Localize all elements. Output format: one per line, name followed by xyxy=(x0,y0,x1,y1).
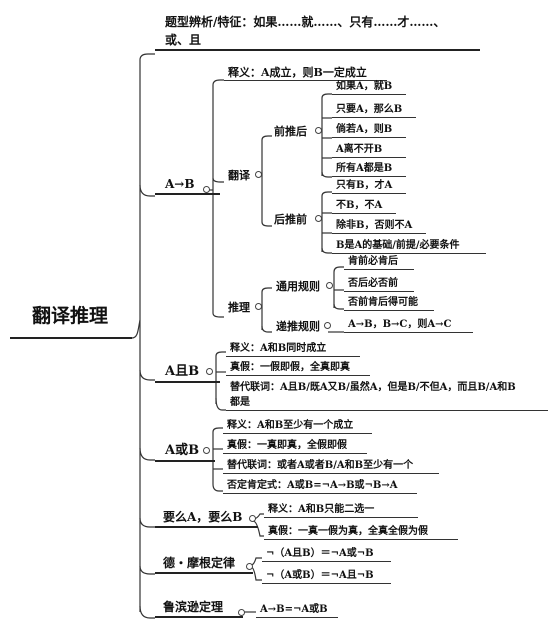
common-rule-item: 否后必否前 xyxy=(344,279,414,292)
backward-item: 除非B，否则不A xyxy=(332,221,426,234)
a-or-b-item: 替代联词：或者A或者B/A和B至少有一个 xyxy=(223,461,439,474)
forward-item: 所有A都是B xyxy=(332,164,406,177)
collapse-icon[interactable] xyxy=(326,282,333,289)
backward-node: 后推前 xyxy=(274,213,307,226)
a-and-b-alt-line1: 替代联词：A且B/既A又B/虽然A，但是B/不但A，而且B/A和B xyxy=(230,382,516,393)
a-to-b-meaning: 释义：A成立，则B一定成立 xyxy=(224,67,387,81)
root-topic: 翻译推理 xyxy=(32,305,109,327)
transitive-rule-item: A→B，B→C，则A→C xyxy=(344,320,473,333)
a-and-b-topic: A且B xyxy=(155,365,220,383)
de-morgan-item: ¬（A且B）＝¬A或¬B xyxy=(262,549,391,562)
backward-item: 只有B，才A xyxy=(332,181,406,194)
collapse-icon[interactable] xyxy=(324,322,331,329)
transitive-rule-node: 递推规则 xyxy=(276,320,320,333)
intro-line2: 或、且 xyxy=(155,34,480,51)
either-or-item: 释义：A和B只能二选一 xyxy=(264,505,418,518)
either-or-item: 真假：一真一假为真，全真全假为假 xyxy=(264,527,458,540)
reasoning-node: 推理 xyxy=(228,301,250,314)
a-or-b-item: 否定肯定式：A或B=¬A→B或¬B→A xyxy=(223,481,417,494)
common-rule-item: 肯前必肯后 xyxy=(344,257,414,270)
forward-item: 如果A，就B xyxy=(332,82,406,95)
a-to-b-topic: A→B xyxy=(155,178,220,195)
either-or-topic: 要么A，要么B xyxy=(155,511,258,528)
common-rule-item: 否前肯后得可能 xyxy=(344,298,434,311)
a-or-b-item: 真假：一真即真，全假即假 xyxy=(223,441,367,454)
forward-item: A离不开B xyxy=(332,145,406,158)
collapse-icon[interactable] xyxy=(255,171,262,178)
collapse-icon[interactable] xyxy=(203,186,210,193)
lubin-item: A→B=¬A或B xyxy=(256,605,338,618)
collapse-icon[interactable] xyxy=(203,447,210,454)
forward-item: 倘若A，则B xyxy=(332,125,406,138)
de-morgan-item: ¬（A或B）＝¬A且¬B xyxy=(262,571,391,584)
collapse-icon[interactable] xyxy=(249,515,256,522)
a-or-b-topic: A或B xyxy=(155,444,215,462)
forward-node: 前推后 xyxy=(274,125,307,138)
intro-line1: 题型辨析/特征：如果……就……、只有……才……、 xyxy=(165,15,446,29)
collapse-icon[interactable] xyxy=(238,609,245,616)
collapse-icon[interactable] xyxy=(246,563,253,570)
a-and-b-item: 真假：一假即假，全真即真 xyxy=(226,363,370,376)
forward-item: 只要A，那么B xyxy=(332,105,416,118)
a-or-b-item: 释义：A和B至少有一个成立 xyxy=(223,421,372,434)
lubin-topic: 鲁滨逊定理 xyxy=(155,601,243,618)
a-and-b-alt-line2: 都是 xyxy=(226,398,548,411)
collapse-icon[interactable] xyxy=(315,127,322,134)
de-morgan-topic: 德・摩根定律 xyxy=(155,557,253,574)
common-rules-node: 通用规则 xyxy=(276,280,320,293)
a-and-b-item: 释义：A和B同时成立 xyxy=(226,344,360,357)
collapse-icon[interactable] xyxy=(255,303,262,310)
backward-item: B是A的基础/前提/必要条件 xyxy=(332,241,486,254)
collapse-icon[interactable] xyxy=(315,215,322,222)
backward-item: 不B，不A xyxy=(332,201,396,214)
translate-node: 翻译 xyxy=(228,169,250,182)
collapse-icon[interactable] xyxy=(206,368,213,375)
